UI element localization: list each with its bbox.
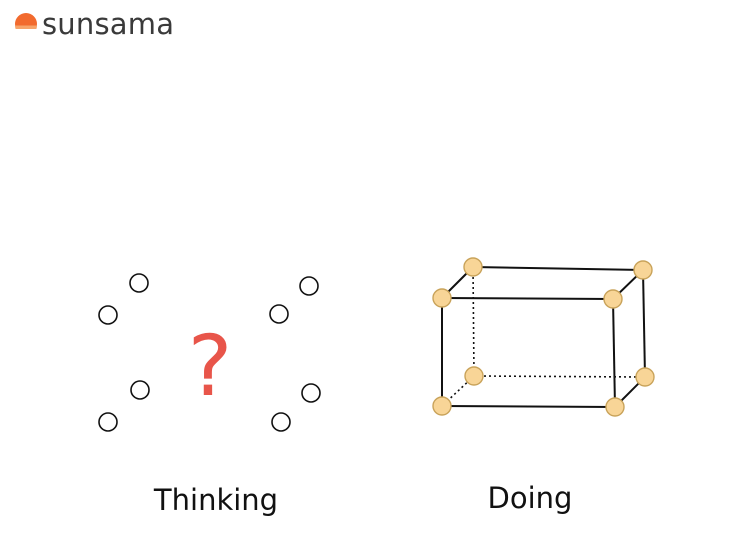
connected-node [463, 257, 483, 277]
connected-node [633, 260, 653, 280]
scattered-point [269, 304, 289, 324]
scattered-point [271, 412, 291, 432]
question-mark: ? [188, 317, 233, 415]
scattered-point [301, 383, 321, 403]
sunrise-logo-icon [14, 13, 38, 36]
scattered-point [98, 412, 118, 432]
scattered-point [299, 276, 319, 296]
doing-label: Doing [487, 481, 573, 515]
connected-node [432, 288, 452, 308]
connected-node [605, 397, 625, 417]
connected-node [432, 396, 452, 416]
sunsama-logo: sunsama [14, 6, 174, 42]
thinking-label: Thinking [153, 483, 279, 517]
connected-node [635, 367, 655, 387]
connected-node [603, 289, 623, 309]
scattered-point [98, 305, 118, 325]
thinking-scattered-points [98, 273, 321, 432]
scattered-point [130, 380, 150, 400]
connected-node [464, 366, 484, 386]
brand-name: sunsama [42, 6, 175, 41]
doing-box-nodes [432, 257, 655, 417]
scattered-point [129, 273, 149, 293]
